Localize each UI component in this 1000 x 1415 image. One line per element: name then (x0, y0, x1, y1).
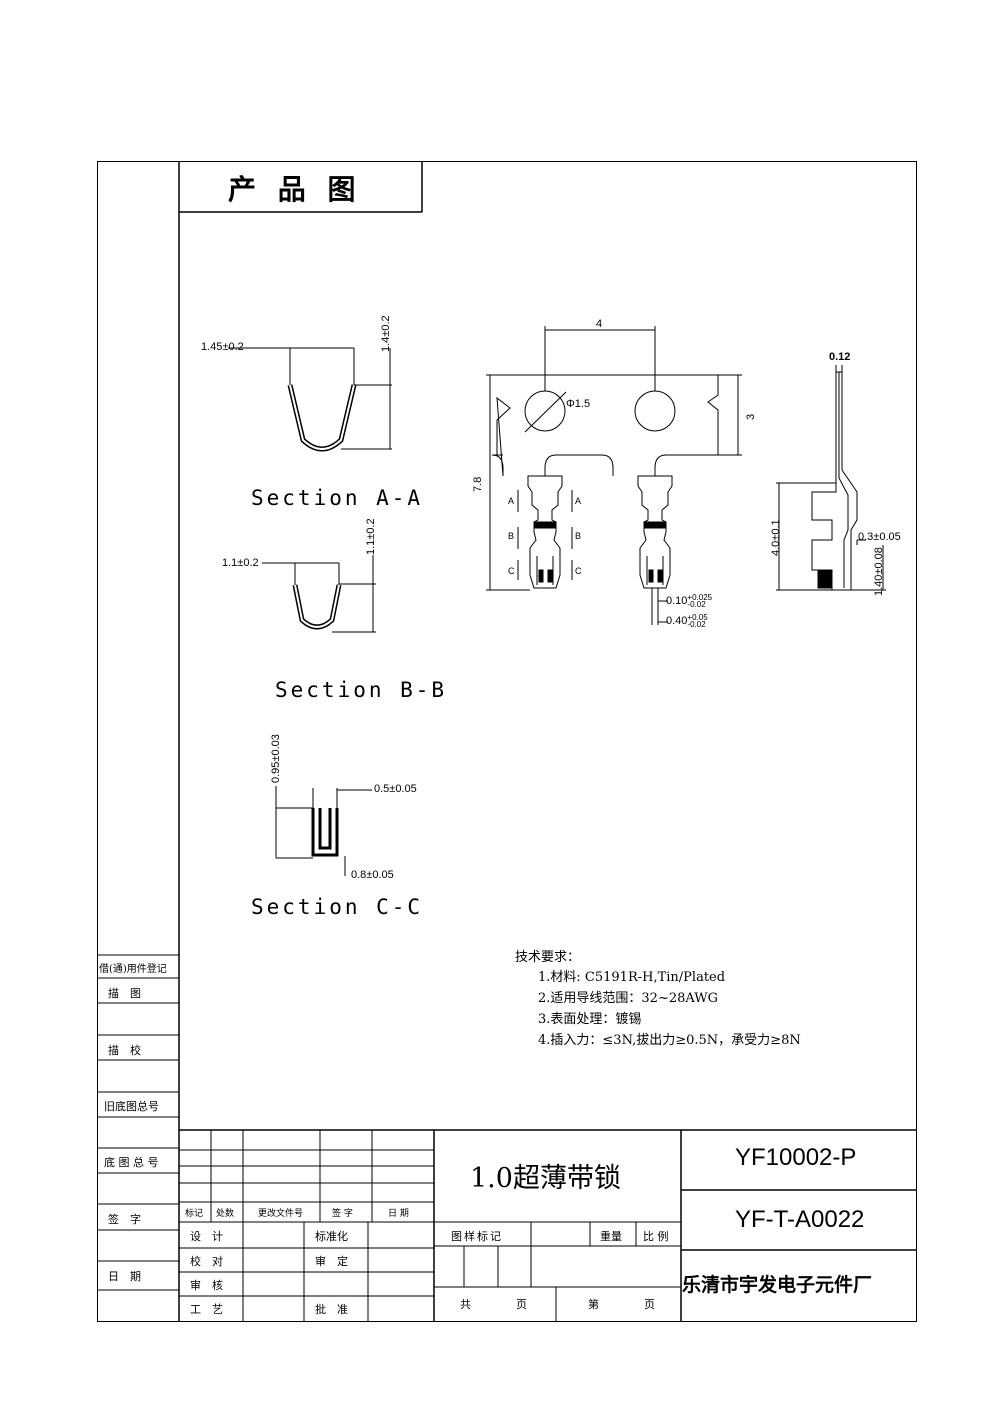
side-right-dim-2: 1.40±0.08 (873, 547, 885, 596)
role-approve-final: 审 定 (315, 1255, 348, 1268)
sheet-page-label: 页 (644, 1298, 655, 1311)
left-label-tracing: 描 图 (108, 987, 141, 1000)
left-label-base-no: 底 图 总 号 (104, 1156, 159, 1169)
rev-header-count: 处数 (216, 1209, 235, 1219)
front-thk2-base: 0.40 (666, 614, 688, 627)
tech-heading: 技术要求： (515, 950, 581, 965)
total-page-label: 页 (516, 1298, 527, 1311)
side-top-dim: 0.12 (829, 351, 851, 363)
section-bb-height-dim: 1.1±0.2 (365, 518, 377, 555)
drawing-number: YF-T-A0022 (735, 1206, 865, 1233)
front-mark-b-left: B (508, 531, 515, 541)
side-view-drawing (776, 365, 886, 591)
tech-item-1: 1.材料: C5191R-H,Tin/Plated (538, 970, 726, 985)
company-name: 乐清市宇发电子元件厂 (682, 1274, 873, 1296)
section-aa-label: Section A-A (251, 486, 424, 510)
tech-item-4: 4.插入力：≤3N,拔出力≥0.5N，承受力≥8N (538, 1033, 801, 1048)
section-bb-label: Section B-B (275, 678, 448, 702)
drawing-frame (97, 161, 917, 1322)
section-cc-bottom-dim: 0.8±0.05 (351, 869, 394, 881)
front-mark-b-right: B (575, 531, 582, 541)
front-thk1-dim: 0.10+0.025-0.02 (666, 593, 713, 609)
part-number: YF10002-P (735, 1144, 857, 1171)
scale-label: 比 例 (643, 1230, 669, 1243)
front-thk2-dim: 0.40+0.05-0.02 (666, 613, 708, 629)
front-mark-c-right: C (575, 566, 582, 576)
front-thk1-tol-up: +0.025 (687, 593, 713, 602)
section-cc-drawing (275, 786, 372, 876)
side-left-dim: 4.0±0.1 (770, 519, 782, 556)
left-label-date: 日 期 (108, 1270, 141, 1283)
front-thk2-tol-up: +0.05 (687, 613, 708, 622)
left-label-old-base-no: 旧底图总号 (104, 1100, 159, 1113)
rev-header-sign: 签 字 (332, 1209, 353, 1219)
front-mark-c-left: C (508, 566, 515, 576)
sheet-label: 第 (588, 1298, 599, 1311)
rev-header-mark: 标记 (185, 1209, 204, 1219)
section-aa-drawing (228, 347, 392, 452)
section-cc-top-dim: 0.5±0.05 (374, 783, 417, 795)
front-pitch-dim: 4 (596, 318, 603, 330)
tech-item-3: 3.表面处理：镀锡 (538, 1012, 642, 1027)
total-label: 共 (460, 1298, 471, 1311)
role-process: 工 艺 (190, 1303, 223, 1316)
front-view-drawing (486, 326, 742, 625)
front-thk1-base: 0.10 (666, 594, 688, 607)
section-bb-drawing (262, 555, 376, 633)
left-label-trace-check: 描 校 (108, 1044, 141, 1057)
section-aa-height-dim: 1.4±0.2 (380, 315, 392, 352)
side-right-dim-1: 0.3±0.05 (858, 531, 901, 543)
weight-label: 重量 (600, 1230, 622, 1243)
page-title: 产 品 图 (228, 173, 362, 206)
section-aa-width-dim: 1.45±0.2 (201, 341, 244, 353)
front-mark-a-left: A (508, 496, 515, 506)
section-cc-label: Section C-C (251, 895, 424, 919)
tech-item-2: 2.适用导线范围：32~28AWG (538, 991, 718, 1006)
role-check: 校 对 (190, 1255, 223, 1268)
left-label-signature: 签 字 (108, 1213, 141, 1226)
role-design: 设 计 (190, 1230, 223, 1243)
front-carrier-dim: 3 (745, 413, 757, 420)
front-mark-a-right: A (575, 496, 582, 506)
front-thk2-tol-low: -0.02 (687, 620, 706, 629)
front-total-dim: 7.8 (472, 476, 484, 492)
rev-header-doc: 更改文件号 (258, 1209, 304, 1219)
role-standard: 标准化 (315, 1230, 348, 1243)
front-hole-dim: Φ1.5 (566, 398, 591, 410)
product-name: 1.0超薄带锁 (470, 1163, 621, 1194)
section-cc-height-dim: 0.95±0.03 (270, 734, 282, 783)
section-bb-width-dim: 1.1±0.2 (222, 557, 259, 569)
drawing-mark-label: 图样标记 (451, 1230, 503, 1243)
role-review: 审 核 (190, 1279, 223, 1292)
rev-header-date: 日 期 (388, 1209, 409, 1219)
role-approve: 批 准 (315, 1303, 348, 1316)
front-thk1-tol-low: -0.02 (687, 600, 706, 609)
left-label-borrowed: 借(通)用件登记 (99, 964, 167, 975)
